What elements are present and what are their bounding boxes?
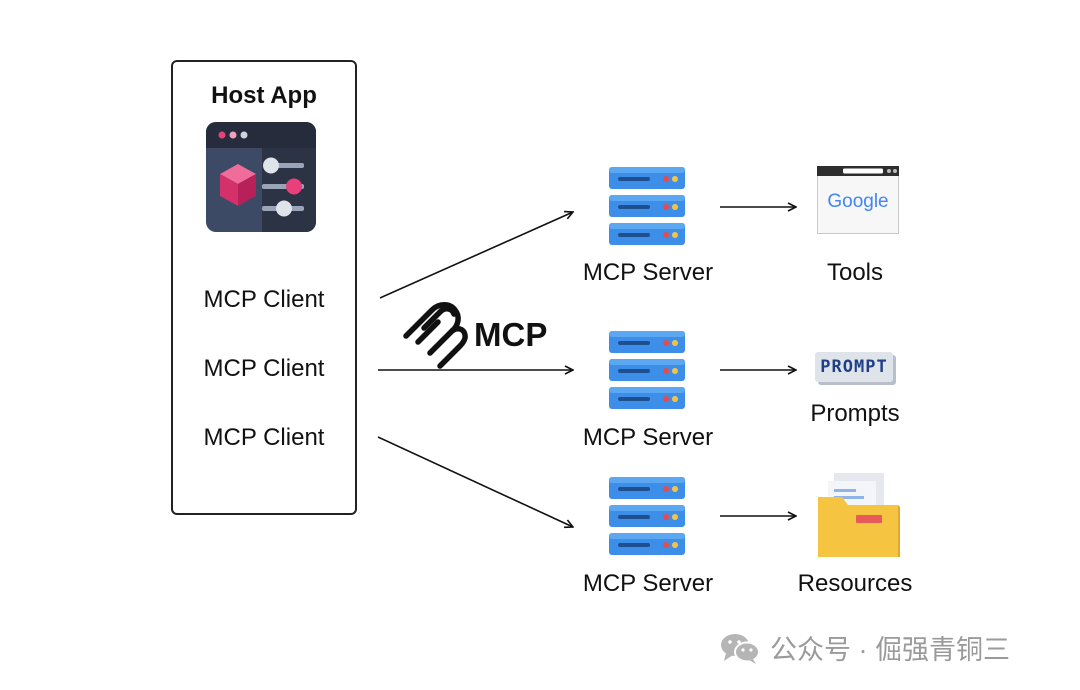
mcp-client-2: MCP Client [203,355,325,382]
folder-icon [818,473,900,557]
prompt-badge-text: PROMPT [820,357,888,377]
tools-label: Tools [826,259,884,286]
mcp-protocol-label: MCP [474,316,548,353]
google-logo-text: Google [827,191,889,212]
server-icon-2 [609,331,685,409]
resources-label: Resources [797,570,913,597]
arrow-client-to-server-1 [379,212,573,299]
watermark: 公众号 · 倔强青铜三 [720,628,1010,667]
host-app-title: Host App [211,82,317,109]
host-app-icon [206,122,316,232]
mcp-logo-icon [402,302,468,372]
watermark-text: 公众号 · 倔强青铜三 [770,635,1010,665]
arrow-client-to-server-3 [377,436,573,527]
browser-icon: Google [817,166,899,234]
server-label-3: MCP Server [582,570,714,597]
prompts-label: Prompts [810,400,900,427]
mcp-client-3: MCP Client [203,424,325,451]
mcp-client-1: MCP Client [203,286,325,313]
server-icon-3 [609,477,685,555]
prompt-icon: PROMPT [815,352,893,382]
server-icon-1 [609,167,685,245]
server-label-2: MCP Server [582,424,714,451]
wechat-icon [720,631,760,665]
server-label-1: MCP Server [582,259,714,286]
